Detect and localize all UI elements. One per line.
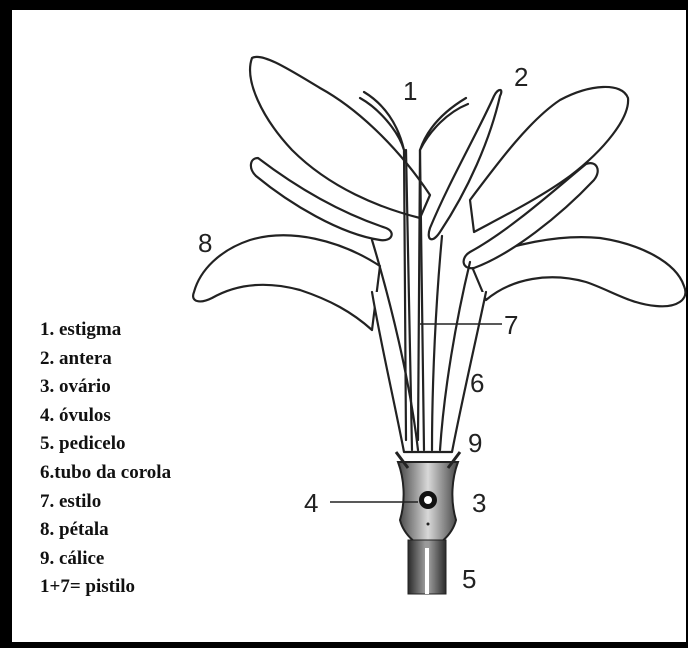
legend-item: 9. cálice: [40, 545, 171, 574]
legend-item: 3. ovário: [40, 373, 171, 402]
marker-3: 3: [472, 488, 486, 518]
legend-item: 5. pedicelo: [40, 430, 171, 459]
legend-item: 4. óvulos: [40, 402, 171, 431]
marker-8: 8: [198, 228, 212, 258]
marker-6: 6: [470, 368, 484, 398]
ovary: [398, 462, 458, 548]
legend-item: 2. antera: [40, 345, 171, 374]
legend-item: 6.tubo da corola: [40, 459, 171, 488]
petal-lower-left: [193, 235, 380, 330]
marker-7: 7: [504, 310, 518, 340]
marker-2: 2: [514, 62, 528, 92]
legend-item: 1. estigma: [40, 316, 171, 345]
marker-1: 1: [403, 76, 417, 106]
marker-9: 9: [468, 428, 482, 458]
marker-4: 4: [304, 488, 318, 518]
legend-item: 1+7= pistilo: [40, 573, 171, 602]
legend-item: 7. estilo: [40, 488, 171, 517]
legend-item: 8. pétala: [40, 516, 171, 545]
legend: 1. estigma 2. antera 3. ovário 4. óvulos…: [40, 316, 171, 602]
marker-5: 5: [462, 564, 476, 594]
